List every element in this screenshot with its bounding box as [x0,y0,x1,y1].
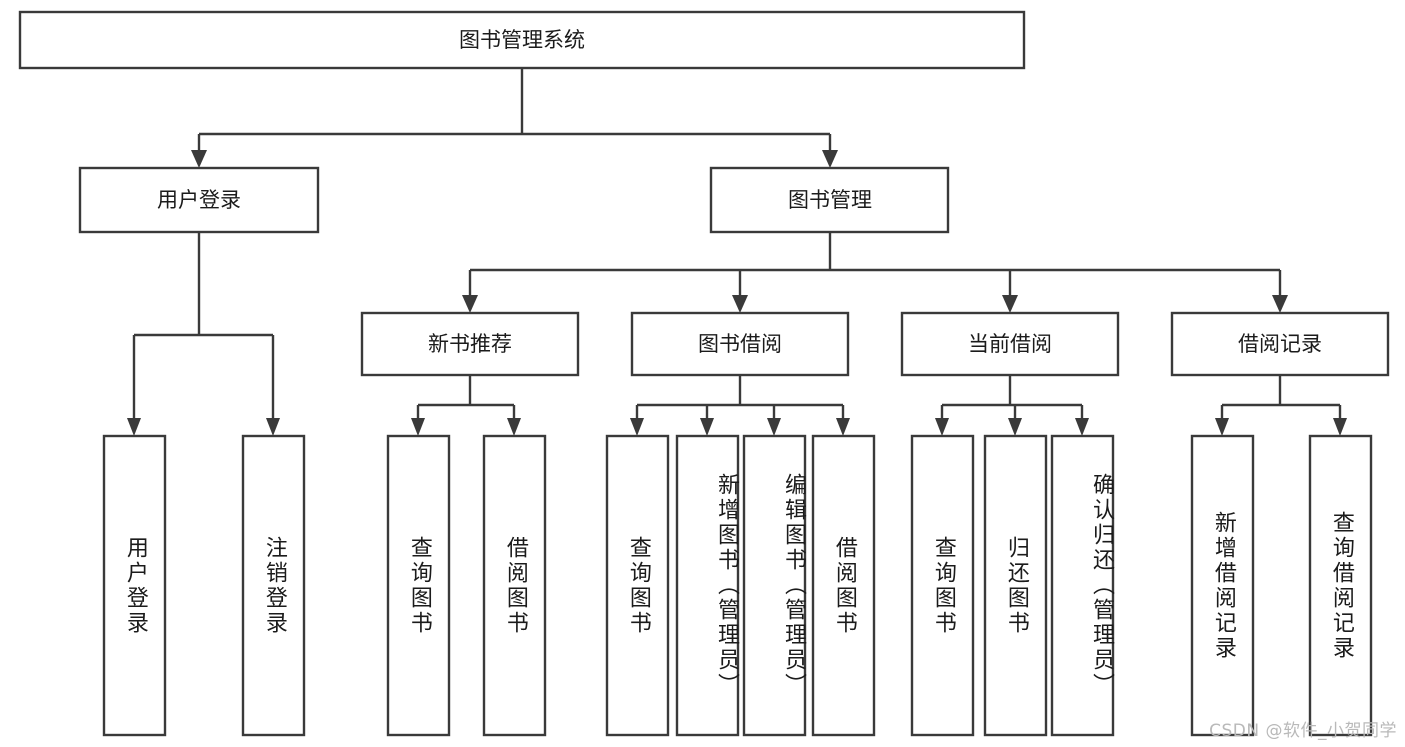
node-book-manage[interactable]: 图书管理 [709,166,950,234]
leaf-box-query-book-2[interactable] [605,434,670,737]
arrow-head-user-login [191,150,207,168]
leaf-box-borrow-book-1[interactable] [482,434,547,737]
node-book-borrow[interactable]: 图书借阅 [630,311,850,377]
node-user-login-box[interactable] [78,166,320,234]
node-root-label: 图书管理系统 [459,28,585,52]
arrow-head-book-borrow [732,295,748,313]
node-current-borrow-box[interactable] [900,311,1120,377]
arrow-head-leaf-query-borrow-record [1333,418,1347,436]
arrow-head-leaf-edit-book-admin [767,418,781,436]
connector-group-borrow-record-leaves [1215,375,1347,436]
node-current-borrow-label: 当前借阅 [968,332,1052,356]
node-borrow-record-label: 借阅记录 [1238,332,1322,356]
connector-group-new-book-leaves [411,375,521,436]
arrow-head-leaf-add-book-admin [700,418,714,436]
arrow-head-new-book-recommend [462,295,478,313]
arrow-head-borrow-record [1272,295,1288,313]
connector-group-root [191,68,838,168]
arrow-head-leaf-query-book-2 [630,418,644,436]
node-user-login-label: 用户登录 [157,188,241,212]
arrow-head-leaf-return-book [1008,418,1022,436]
connector-group-book-borrow-leaves [630,375,850,436]
node-new-book-recommend-box[interactable] [360,311,580,377]
leaf-box-return-book[interactable] [983,434,1048,737]
node-book-borrow-box[interactable] [630,311,850,377]
node-borrow-record-box[interactable] [1170,311,1390,377]
node-root-box[interactable] [18,10,1026,70]
leaf-box-edit-book-admin[interactable] [742,434,807,737]
node-book-manage-box[interactable] [709,166,950,234]
node-user-login[interactable]: 用户登录 [78,166,320,234]
arrow-head-leaf-query-book-1 [411,418,425,436]
arrow-head-book-manage [822,150,838,168]
leaf-box-borrow-book-2[interactable] [811,434,876,737]
connector-group-current-borrow-leaves [935,375,1089,436]
arrow-head-leaf-logout-login [266,418,280,436]
leaf-box-query-book-3[interactable] [910,434,975,737]
leaf-box-query-book-1[interactable] [386,434,451,737]
arrow-head-leaf-query-book-3 [935,418,949,436]
leaf-box-query-borrow-record[interactable] [1308,434,1373,737]
arrow-head-leaf-confirm-return-admin [1075,418,1089,436]
leaf-box-add-borrow-record[interactable] [1190,434,1255,737]
node-root[interactable]: 图书管理系统 [18,10,1026,70]
arrow-head-leaf-add-borrow-record [1215,418,1229,436]
arrow-head-leaf-borrow-book-2 [836,418,850,436]
node-current-borrow[interactable]: 当前借阅 [900,311,1120,377]
leaf-box-confirm-return-admin[interactable] [1050,434,1115,737]
leaf-box-add-book-admin[interactable] [675,434,740,737]
leaf-box-user-login[interactable] [102,434,167,737]
node-book-borrow-label: 图书借阅 [698,332,782,356]
leaf-box-group [102,434,1373,737]
node-new-book-recommend[interactable]: 新书推荐 [360,311,580,377]
watermark-text: CSDN @软件_小贺同学 [1209,721,1397,741]
node-book-manage-label: 图书管理 [788,188,872,212]
arrow-head-leaf-borrow-book-1 [507,418,521,436]
node-new-book-recommend-label: 新书推荐 [428,332,512,356]
connector-group-book-manage [462,232,1288,313]
node-borrow-record[interactable]: 借阅记录 [1170,311,1390,377]
leaf-box-logout-login[interactable] [241,434,306,737]
arrow-head-current-borrow [1002,295,1018,313]
connector-group-user-login-leaves [127,232,280,436]
arrow-head-leaf-user-login [127,418,141,436]
